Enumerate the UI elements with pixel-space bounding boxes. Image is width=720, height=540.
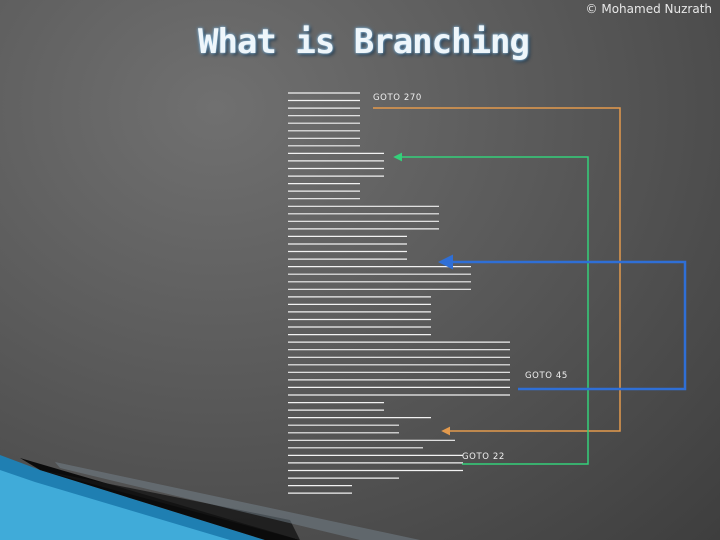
branch-arrow-goto-45 [438,254,687,391]
goto-22-label: GOTO 22 [462,452,505,462]
branch-arrow-goto-22 [393,152,589,465]
page-title: What is Branching [198,22,530,62]
goto-270-label: GOTO 270 [373,93,422,103]
branch-arrow-goto-270 [373,107,621,436]
copyright-text: © Mohamed Nuzrath [585,2,712,16]
corner-swoosh-decoration [0,455,420,540]
goto-45-label: GOTO 45 [525,371,568,381]
code-lines [288,92,510,494]
